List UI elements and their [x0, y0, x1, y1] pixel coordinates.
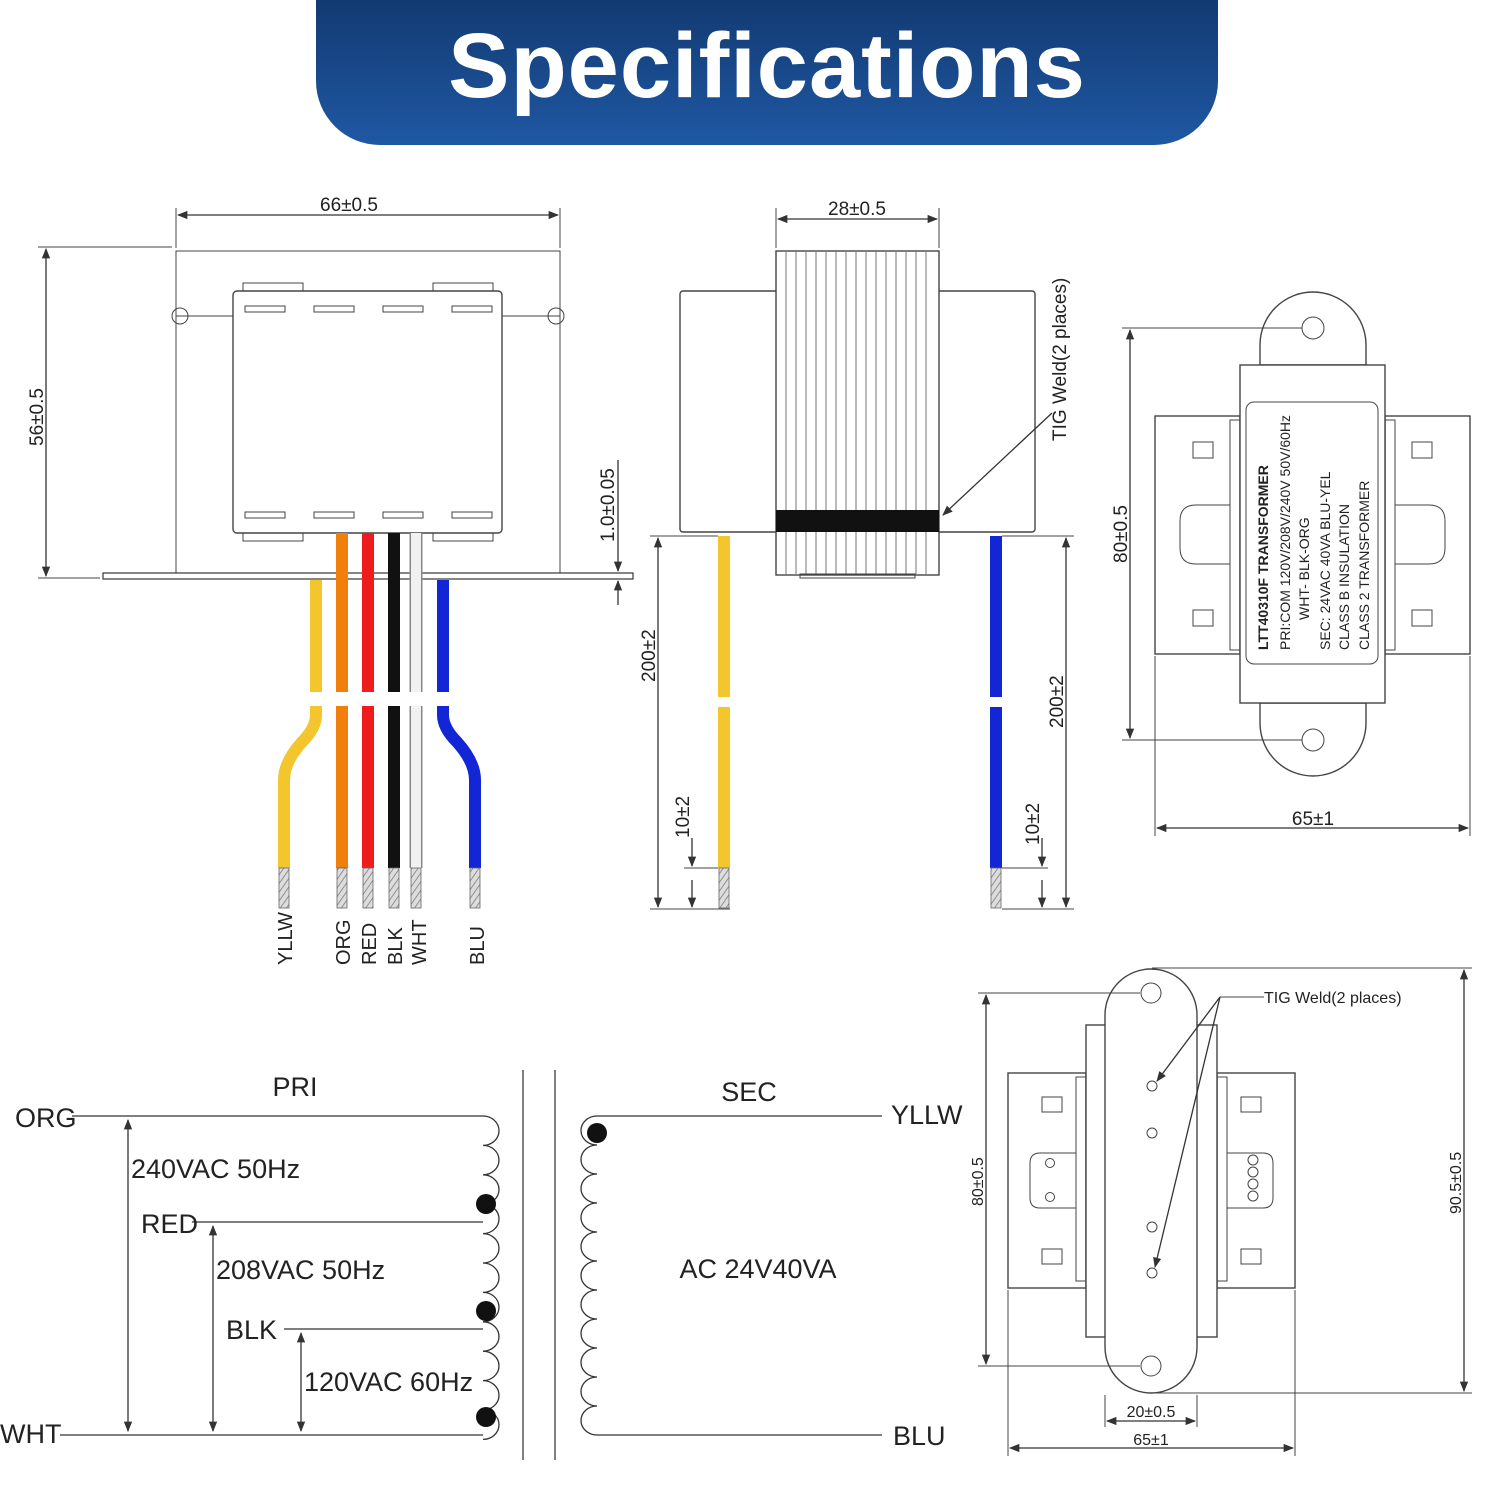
title-banner: Specifications — [316, 0, 1218, 145]
bottom-view: TIG Weld(2 places) 80±0.5 90.5±0.5 20±0.… — [970, 967, 1472, 1456]
front-wire-labels: YLLW ORG RED BLK WHT BLU — [275, 912, 489, 965]
schematic-red-label: RED — [141, 1209, 198, 1239]
wiring-schematic: PRI ORG 240VAC 50Hz RED 208VAC 50Hz BLK … — [0, 1070, 963, 1460]
nameplate-line-2: PRI:COM 120V/208V/240V 50V/60Hz — [1277, 415, 1293, 650]
wire-label-wht: WHT — [409, 919, 431, 965]
front-view: YLLW ORG RED BLK WHT BLU 66±0.5 56±0.5 1… — [27, 195, 634, 965]
wire-label-red: RED — [359, 923, 381, 965]
wire-label-blu: BLU — [467, 926, 489, 965]
schematic-yllw-label: YLLW — [891, 1100, 963, 1130]
front-height-dim: 56±0.5 — [27, 388, 48, 446]
top-core — [1239, 364, 1386, 704]
side-lead-length-right: 200±2 — [1047, 675, 1068, 728]
front-wires — [278, 533, 481, 909]
wire-label-blk: BLK — [385, 927, 407, 965]
schematic-sec-title: SEC — [721, 1077, 777, 1107]
side-width-dim: 28±0.5 — [828, 199, 886, 220]
side-view: 28±0.5 TIG Weld(2 places) 200±2 10±2 200… — [639, 199, 1074, 910]
nameplate-line-6: CLASS 2 TRANSFORMER — [1356, 481, 1372, 650]
side-weld-note: TIG Weld(2 places) — [1050, 278, 1071, 441]
top-view: LTT40310F TRANSFORMER PRI:COM 120V/208V/… — [1111, 291, 1471, 836]
bottom-width-dim: 65±1 — [1133, 1432, 1169, 1449]
front-core — [232, 290, 503, 534]
schematic-blu-label: BLU — [893, 1421, 946, 1451]
wire-label-yllw: YLLW — [275, 912, 297, 965]
top-height-dim: 80±0.5 — [1111, 505, 1132, 563]
nameplate-text: LTT40310F TRANSFORMER PRI:COM 120V/208V/… — [1255, 415, 1372, 650]
top-width-dim: 65±1 — [1292, 809, 1334, 830]
mounting-bracket — [1104, 968, 1198, 1394]
nameplate — [1245, 401, 1379, 665]
side-strip-length-right: 10±2 — [1023, 803, 1044, 845]
plate-thickness-dim: 1.0±0.05 — [598, 468, 619, 542]
schematic-sec-rating: AC 24V40VA — [679, 1254, 836, 1284]
page-title: Specifications — [448, 15, 1086, 117]
front-width-dim: 66±0.5 — [320, 195, 378, 216]
schematic-blk-label: BLK — [226, 1315, 277, 1345]
wire-label-org: ORG — [333, 919, 355, 965]
bottom-height-dim: 80±0.5 — [970, 1157, 987, 1206]
schematic-120v: 120VAC 60Hz — [304, 1367, 473, 1397]
schematic-208v: 208VAC 50Hz — [216, 1255, 385, 1285]
nameplate-line-5: CLASS B INSULATION — [1336, 504, 1352, 650]
schematic-org-label: ORG — [15, 1103, 77, 1133]
bottom-overall-height-dim: 90.5±0.5 — [1448, 1152, 1465, 1214]
tig-weld-band — [776, 510, 939, 532]
bottom-bracket-width-dim: 20±0.5 — [1127, 1404, 1176, 1421]
bottom-weld-note: TIG Weld(2 places) — [1264, 990, 1402, 1007]
side-lead-length-left: 200±2 — [639, 629, 660, 682]
nameplate-line-1: LTT40310F TRANSFORMER — [1255, 465, 1271, 650]
schematic-240v: 240VAC 50Hz — [131, 1154, 300, 1184]
side-strip-length-left: 10±2 — [673, 796, 694, 838]
nameplate-line-3: WHT- BLK-ORG — [1296, 517, 1312, 620]
schematic-pri-title: PRI — [272, 1072, 317, 1102]
schematic-wht-label: WHT — [0, 1419, 61, 1449]
nameplate-line-4: SEC: 24VAC 40VA BLU-YEL — [1317, 471, 1333, 650]
